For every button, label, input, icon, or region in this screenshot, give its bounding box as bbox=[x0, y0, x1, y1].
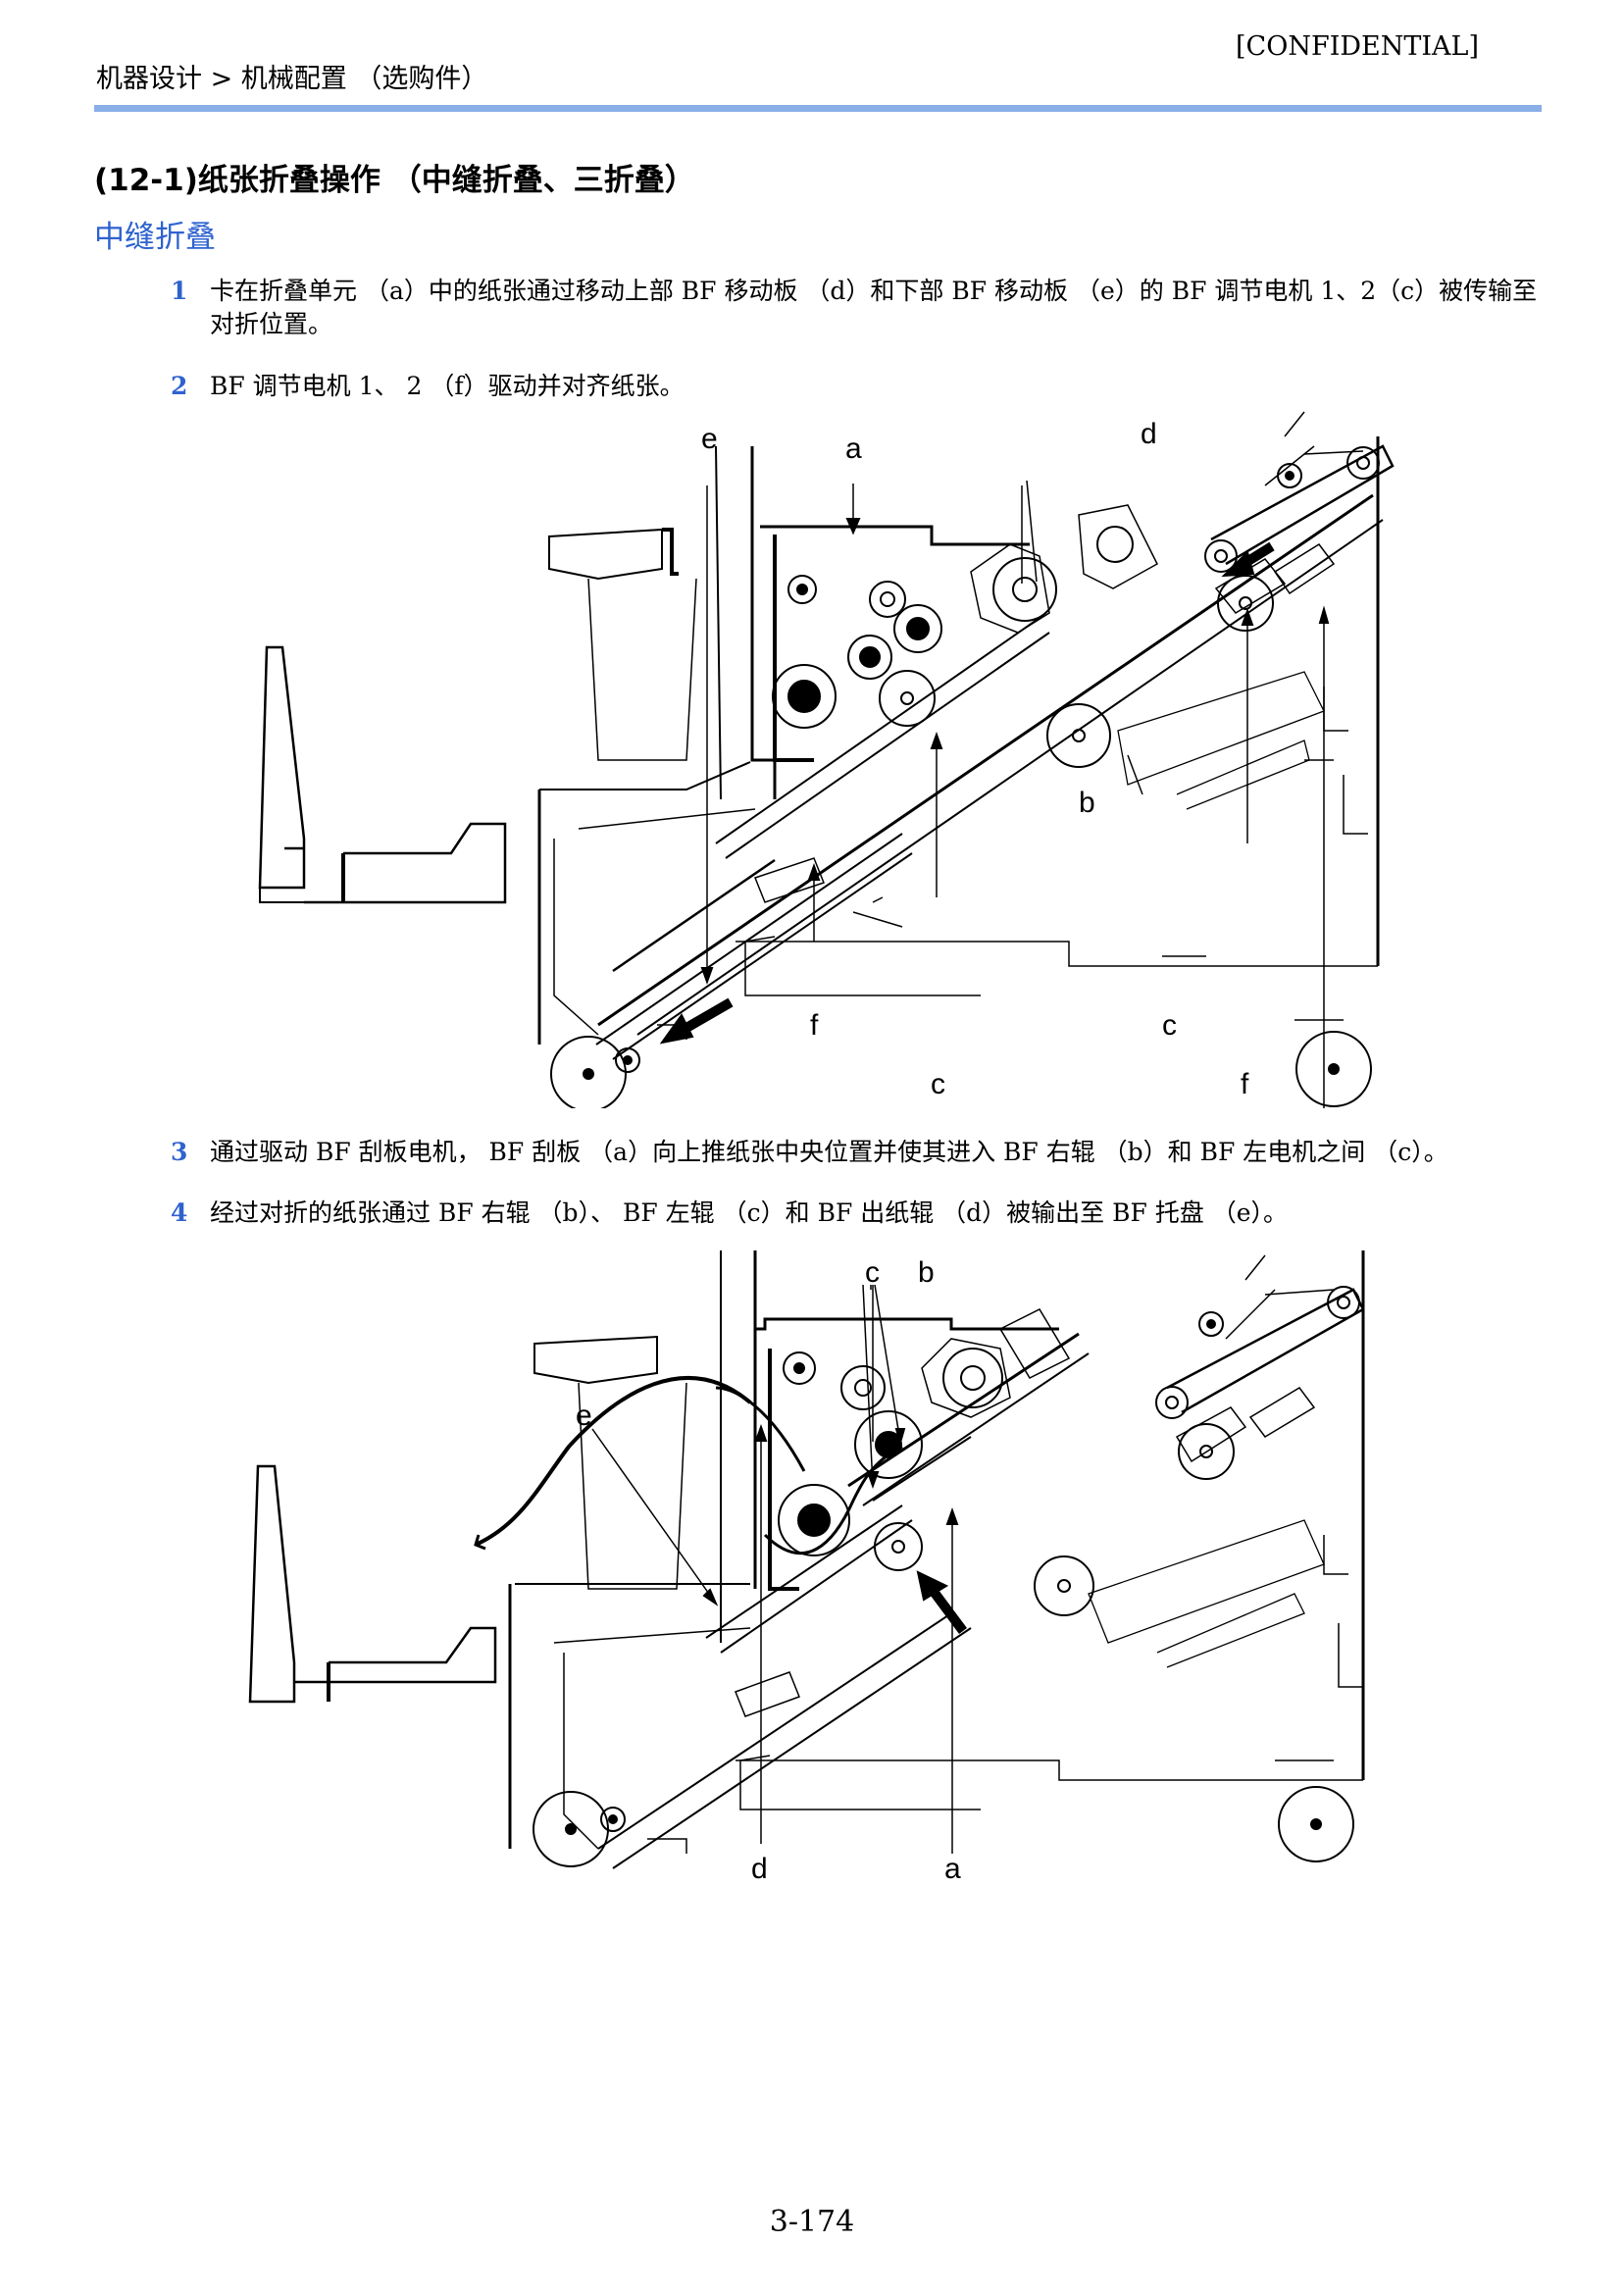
step-number: 4 bbox=[171, 1198, 188, 1227]
label-f-right: f bbox=[1241, 1068, 1249, 1100]
label-e: e bbox=[576, 1400, 592, 1432]
section-title: (12-1)纸张折叠操作 （中缝折叠、三折叠） bbox=[94, 163, 695, 198]
step-text: 卡在折叠单元 （a）中的纸张通过移动上部 BF 移动板 （d）和下部 BF 移动… bbox=[210, 277, 1538, 338]
subsection-title: 中缝折叠 bbox=[94, 220, 216, 255]
label-c: c bbox=[865, 1256, 880, 1289]
label-d: d bbox=[1141, 418, 1157, 450]
label-c-right: c bbox=[1162, 1009, 1177, 1042]
step-text: 通过驱动 BF 刮板电机， BF 刮板 （a）向上推纸张中央位置并使其进入 BF… bbox=[210, 1138, 1448, 1166]
step-number: 3 bbox=[171, 1138, 188, 1166]
figure-midfold-feed-diagram: e a d b f c c f bbox=[226, 407, 1422, 1108]
label-e: e bbox=[701, 423, 718, 455]
confidential-mark: [CONFIDENTIAL] bbox=[1236, 31, 1479, 62]
label-a: a bbox=[944, 1853, 961, 1885]
label-d: d bbox=[751, 1853, 768, 1885]
step-number: 1 bbox=[171, 277, 188, 305]
figure-midfold-exit-diagram: c b e d a bbox=[226, 1250, 1422, 1893]
step-number: 2 bbox=[171, 372, 188, 400]
label-c-bottom: c bbox=[931, 1068, 945, 1100]
label-b: b bbox=[918, 1256, 935, 1289]
label-b: b bbox=[1079, 787, 1095, 819]
step-text: 经过对折的纸张通过 BF 右辊 （b）、 BF 左辊 （c）和 BF 出纸辊 （… bbox=[210, 1198, 1289, 1227]
breadcrumb: 机器设计 > 机械配置 （选购件） bbox=[96, 64, 488, 94]
page-number: 3-174 bbox=[769, 2205, 855, 2239]
header-rule bbox=[94, 105, 1542, 112]
step-text: BF 调节电机 1、 2 （f）驱动并对齐纸张。 bbox=[210, 372, 685, 400]
label-a: a bbox=[845, 433, 862, 465]
label-f-left: f bbox=[810, 1009, 819, 1042]
